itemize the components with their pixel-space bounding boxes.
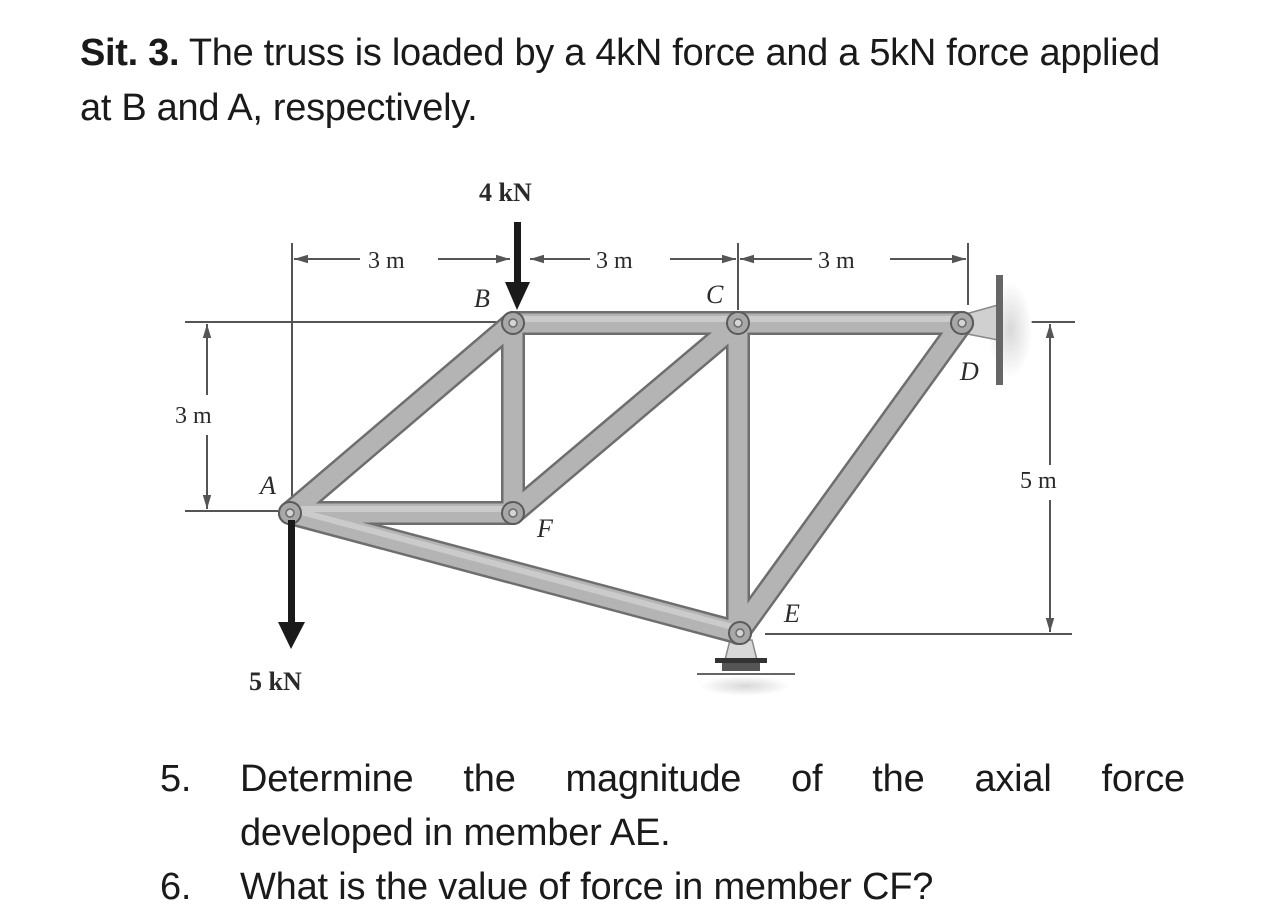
load-label-a: 5 kN	[249, 667, 302, 696]
dim-label-right-height: 5 m	[1020, 468, 1057, 494]
question-6: 6. What is the value of force in member …	[160, 860, 1185, 914]
problem-statement: Sit. 3. The truss is loaded by a 4kN for…	[80, 26, 1200, 136]
dim-label-top-left: 3 m	[368, 248, 405, 274]
dimension-lines	[185, 243, 1075, 635]
situation-text: The truss is loaded by a 4kN force and a…	[80, 32, 1160, 129]
joint-label-a: A	[258, 471, 276, 500]
roller-support-e	[697, 639, 795, 696]
question-number: 6.	[160, 866, 192, 908]
joint-label-d: D	[959, 357, 979, 386]
question-5: 5. Determine the magnitude of the axial …	[160, 752, 1185, 806]
question-text: Determine the magnitude of the axial for…	[240, 758, 1185, 800]
question-text: What is the value of force in member CF?	[240, 866, 934, 908]
dim-label-top-right: 3 m	[818, 248, 855, 274]
dim-label-left-height: 3 m	[175, 403, 212, 429]
situation-label: Sit. 3.	[80, 32, 180, 74]
load-arrow-b	[505, 222, 530, 310]
joint-label-b: B	[474, 284, 490, 313]
question-5-continued: developed in member AE.	[160, 806, 1185, 860]
joint-label-f: F	[536, 514, 554, 543]
question-number: 5.	[160, 758, 192, 800]
question-text: developed in member AE.	[240, 812, 671, 854]
joint-label-e: E	[783, 599, 800, 628]
question-list: 5. Determine the magnitude of the axial …	[160, 752, 1185, 914]
load-arrow-a	[278, 520, 305, 649]
truss-members	[278, 311, 974, 645]
load-label-b: 4 kN	[479, 178, 532, 207]
joint-label-c: C	[706, 280, 724, 309]
dim-label-top-mid: 3 m	[596, 248, 633, 274]
